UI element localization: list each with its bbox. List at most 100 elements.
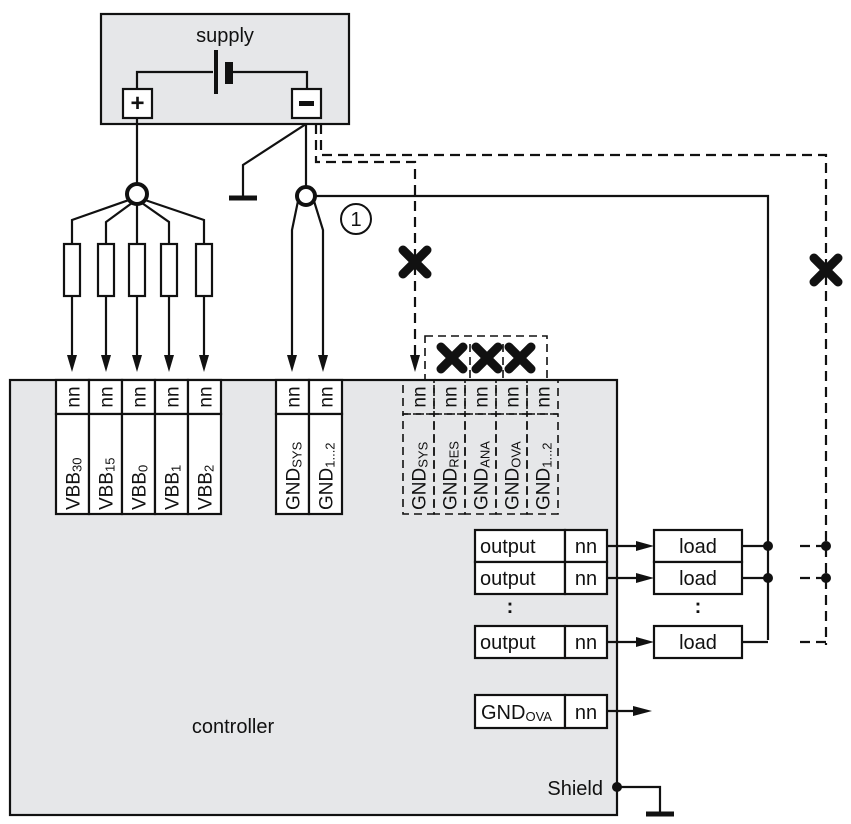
gnd-junction	[295, 185, 317, 207]
arrow-icon	[164, 355, 174, 372]
gnd-wrong-pin-main: GND	[503, 468, 524, 510]
vbb-pin-label: VBB15	[97, 458, 118, 511]
gnd-pin-main: GND	[284, 468, 305, 510]
plus-symbol: +	[130, 90, 144, 117]
arrow-icon	[67, 355, 77, 372]
gnd-pin-sub: 1...2	[323, 442, 338, 467]
gnd-pin-nn: nn	[317, 386, 338, 407]
vbb-pin-main: VBB	[130, 472, 151, 510]
controller-label: controller	[192, 716, 275, 738]
gnd-wrong-pin-nn: nn	[410, 386, 431, 407]
fuse-icon	[194, 242, 214, 298]
vbb-pin-nn: nn	[130, 386, 151, 407]
vbb-pin-nn: nn	[97, 386, 118, 407]
output-label: output	[480, 632, 536, 654]
junction-dot	[821, 573, 831, 583]
output-row: output nn load	[473, 624, 826, 660]
vbb-wiring	[62, 118, 214, 372]
vbb-pin-label: VBB30	[64, 458, 85, 511]
gnd-wrong-pin-sub: 1...2	[540, 442, 555, 467]
shield-label: Shield	[547, 778, 603, 800]
arrow-icon	[101, 355, 111, 372]
gnd-wrong-pin-label: GND1...2	[534, 442, 555, 510]
arrow-icon	[199, 355, 209, 372]
output-nn: nn	[575, 536, 597, 558]
vbb-pin-label: VBB0	[130, 465, 151, 510]
gnd-wrong-pin-nn: nn	[472, 386, 493, 407]
gnd-wrong-pin-label: GNDOVA	[503, 441, 524, 510]
output-label: output	[480, 536, 536, 558]
load-box	[652, 560, 744, 596]
output-label: output	[480, 568, 536, 590]
vbb-pin-main: VBB	[196, 472, 217, 510]
cross-mark-load	[809, 253, 843, 287]
output-nn: nn	[575, 568, 597, 590]
gnd-pin-label: GND1...2	[317, 442, 338, 510]
load-label: load	[679, 632, 717, 654]
gnd-wrong-pin-label: GNDRES	[441, 441, 462, 510]
gnd-wrong-pin-nn: nn	[534, 386, 555, 407]
gnd-wrong-pin-main: GND	[441, 468, 462, 510]
output-ellipsis: :	[507, 596, 514, 618]
battery-plate-short	[225, 62, 233, 84]
gnd-wrong-pin-sub: SYS	[416, 441, 431, 467]
arrow-icon	[132, 355, 142, 372]
gnd-wrong-pin-label: GNDSYS	[410, 441, 431, 510]
gnd-wrong-pin-main: GND	[410, 468, 431, 510]
gnd-wrong-pin-label: GNDANA	[472, 441, 493, 510]
junction-dot	[763, 541, 773, 551]
fuse-icon	[62, 242, 82, 298]
gnd-wrong-pin-sub: OVA	[509, 441, 524, 468]
svg-text:GNDOVA: GNDOVA	[481, 702, 552, 724]
output-nn: nn	[575, 632, 597, 654]
arrow-icon	[636, 573, 654, 583]
supply-label: supply	[196, 25, 254, 47]
incorrect-wiring	[314, 124, 843, 645]
vbb-pin-nn: nn	[163, 386, 184, 407]
gnd-pin-main: GND	[317, 468, 338, 510]
marker-1-circle	[340, 203, 372, 235]
gnd-wrong-pin-sub: ANA	[478, 441, 493, 468]
shield-connection: Shield	[547, 778, 674, 817]
cross-mark-gnd	[398, 245, 432, 279]
cross-mark-res	[436, 342, 468, 374]
fuse-icon	[127, 242, 147, 298]
gnd-pin-sub: SYS	[290, 441, 305, 467]
load-ellipsis: :	[695, 596, 702, 618]
load-label: load	[679, 536, 717, 558]
junction-dot	[821, 541, 831, 551]
gnd-wrong-pin-sub: RES	[447, 441, 462, 468]
junction-dot	[763, 573, 773, 583]
gnd-wrong-pin-main: GND	[472, 468, 493, 510]
minus-symbol	[299, 101, 314, 106]
gnd-pin-nn: nn	[284, 386, 305, 407]
gnd-ova-nn: nn	[575, 702, 597, 724]
vbb-pin-main: VBB	[97, 472, 118, 510]
gnd-wrong-pin-nn: nn	[441, 386, 462, 407]
vbb-pin-sub: 2	[202, 465, 217, 472]
vbb-pin-sub: 15	[103, 458, 118, 472]
arrow-icon	[636, 541, 654, 551]
vbb-pin-main: VBB	[163, 472, 184, 510]
vbb-pin-label: VBB2	[196, 465, 217, 510]
arrow-icon	[636, 637, 654, 647]
gnd-wrong-pin-main: GND	[534, 468, 555, 510]
vbb-pin-sub: 0	[136, 465, 151, 472]
fuse-icon	[96, 242, 116, 298]
vbb-pin-sub: 1	[169, 465, 184, 472]
marker-1-label: 1	[350, 209, 361, 231]
cross-mark-ana	[471, 342, 503, 374]
vbb-junction	[125, 182, 149, 206]
